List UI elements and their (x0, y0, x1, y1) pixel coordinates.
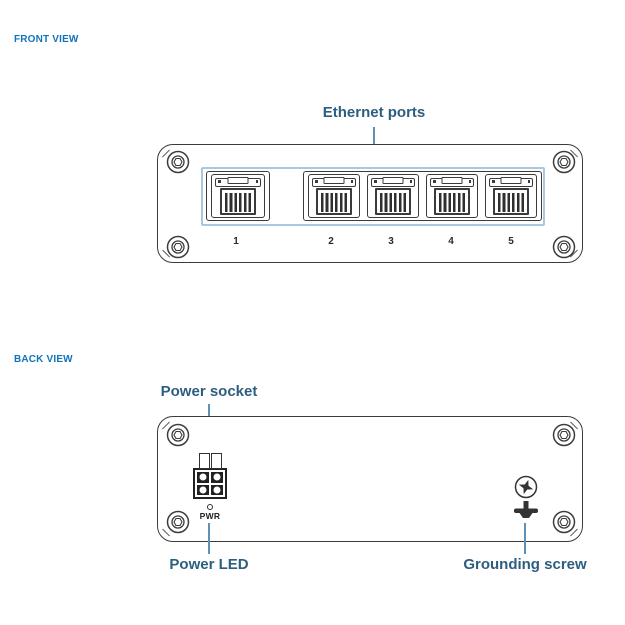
power-led-text: PWR (199, 511, 221, 521)
port-number-5: 5 (508, 236, 514, 247)
port-clip-tab (323, 176, 345, 184)
front-panel-outline: 1 2 3 4 5 (157, 144, 583, 263)
power-socket-pin (211, 472, 223, 483)
power-led-callout-label: Power LED (169, 556, 249, 573)
port-jack-opening (316, 187, 352, 215)
port-jack-opening (434, 187, 470, 215)
port-jack-opening (493, 187, 529, 215)
port-clip-tab (227, 176, 249, 184)
front-screw-top-right-icon (552, 150, 576, 174)
ethernet-ports-callout-label: Ethernet ports (322, 104, 426, 121)
back-screw-top-right-icon (552, 423, 576, 447)
ethernet-port-5 (485, 174, 537, 218)
port-pins (497, 192, 525, 212)
port-number-4: 4 (448, 236, 454, 247)
ethernet-port-1 (211, 174, 265, 218)
port-number-1: 1 (233, 236, 239, 247)
back-view-heading: BACK VIEW (14, 353, 73, 365)
port-pin-dot (433, 180, 436, 183)
port-clip-slot (215, 176, 261, 187)
power-socket (193, 453, 227, 499)
back-screw-top-left-icon (166, 423, 190, 447)
port-number-3: 3 (388, 236, 394, 247)
port-pin-dot (350, 180, 353, 183)
port-number-2: 2 (328, 236, 334, 247)
power-socket-pin (197, 472, 209, 483)
port-clip-tab (441, 176, 463, 184)
port-clip-slot (312, 176, 356, 187)
front-screw-bottom-right-icon (552, 235, 576, 259)
grounding-screw-icon (514, 475, 538, 518)
power-led-callout-line (208, 523, 210, 554)
power-socket-latch-tabs (193, 453, 227, 469)
port-clip-slot (430, 176, 474, 187)
ethernet-port-4 (426, 174, 478, 218)
power-led-indicator (206, 504, 213, 510)
back-panel-outline: PWR (157, 416, 583, 542)
port-pin-dot (468, 180, 471, 183)
power-socket-pin (197, 484, 209, 495)
power-socket-body (193, 468, 227, 499)
port-pins (379, 192, 407, 212)
back-screw-bottom-right-icon (552, 510, 576, 534)
front-view-heading: FRONT VIEW (14, 33, 79, 45)
port-pins (224, 192, 252, 212)
port-pin-dot (527, 180, 530, 183)
front-screw-top-left-icon (166, 150, 190, 174)
port-jack-opening (220, 187, 256, 215)
port-pin-dot (374, 180, 377, 183)
port-pins (320, 192, 348, 212)
ethernet-port-3 (367, 174, 419, 218)
port-pin-dot (218, 180, 221, 183)
port-clip-slot (489, 176, 533, 187)
back-screw-bottom-left-icon (166, 510, 190, 534)
port-pin-dot (409, 180, 412, 183)
grounding-screw-callout-label: Grounding screw (463, 556, 587, 573)
power-socket-callout-label: Power socket (160, 383, 258, 400)
front-screw-bottom-left-icon (166, 235, 190, 259)
port-clip-tab (500, 176, 522, 184)
ethernet-ports-highlight-box (201, 167, 545, 226)
power-socket-pin (211, 484, 223, 495)
port-clip-slot (371, 176, 415, 187)
ethernet-port-1-housing (206, 171, 270, 221)
port-pin-dot (315, 180, 318, 183)
port-pin-dot (255, 180, 258, 183)
port-clip-tab (382, 176, 404, 184)
ethernet-port-2 (308, 174, 360, 218)
port-jack-opening (375, 187, 411, 215)
port-pin-dot (492, 180, 495, 183)
ethernet-ports-2-5-housing (303, 171, 542, 221)
port-pins (438, 192, 466, 212)
grounding-screw-callout-line (524, 523, 526, 554)
